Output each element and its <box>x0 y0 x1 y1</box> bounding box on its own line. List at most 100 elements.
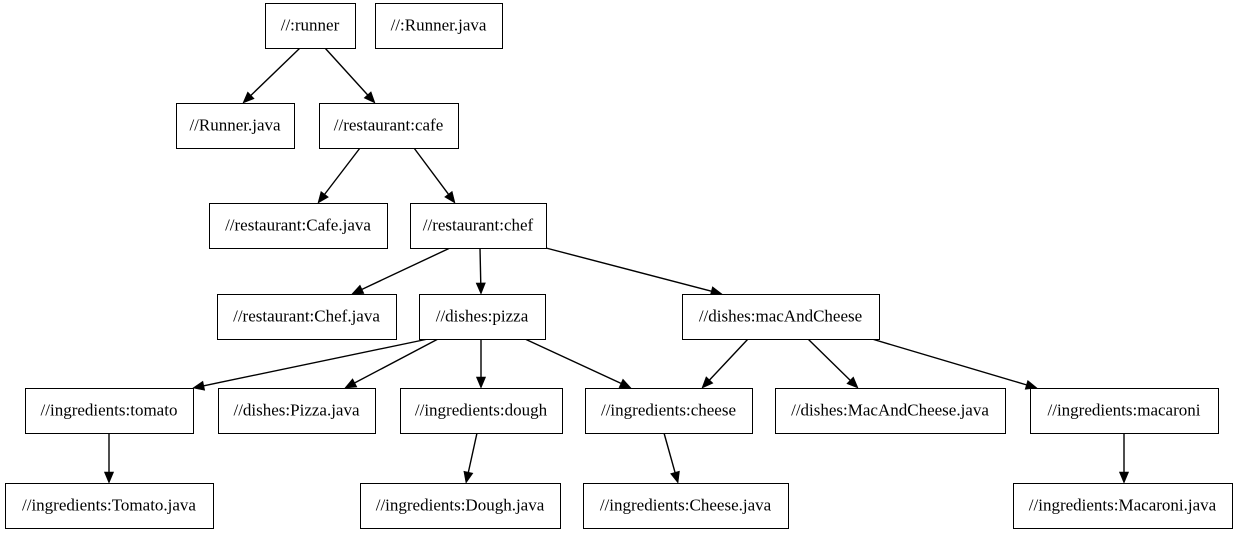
graph-node-cheese_java[interactable]: //ingredients:Cheese.java <box>583 483 789 529</box>
graph-node-tomato[interactable]: //ingredients:tomato <box>25 388 194 434</box>
graph-node-cafe[interactable]: //restaurant:cafe <box>319 103 459 149</box>
node-label: //ingredients:Macaroni.java <box>1029 495 1217 514</box>
edge-line <box>545 247 712 292</box>
graph-node-cafe_java[interactable]: //restaurant:Cafe.java <box>209 203 388 249</box>
arrowhead-icon <box>192 380 206 391</box>
graph-node-tomato_java[interactable]: //ingredients:Tomato.java <box>5 483 214 529</box>
node-box[interactable] <box>265 3 356 49</box>
arrowhead-icon <box>1024 379 1038 390</box>
edge-pizza-to-dough <box>475 339 487 389</box>
edge-line <box>354 338 439 384</box>
edge-chef-to-macandcheese <box>545 247 723 297</box>
node-label: //ingredients:Cheese.java <box>600 495 772 514</box>
graph-node-macaroni[interactable]: //ingredients:macaroni <box>1030 388 1219 434</box>
node-box[interactable] <box>25 388 194 434</box>
node-label: //Runner.java <box>189 115 281 134</box>
arrowhead-icon <box>618 378 632 389</box>
node-box[interactable] <box>419 294 546 340</box>
edge-cheese-to-cheese_java <box>663 432 680 484</box>
arrowhead-icon <box>363 91 376 104</box>
graph-node-pizza[interactable]: //dishes:pizza <box>419 294 546 340</box>
graph-node-cheese[interactable]: //ingredients:cheese <box>585 388 753 434</box>
node-label: //ingredients:Tomato.java <box>22 495 196 514</box>
graph-node-chef[interactable]: //restaurant:chef <box>410 203 547 249</box>
node-box[interactable] <box>585 388 753 434</box>
edge-macandcheese-to-macandcheese_java <box>807 338 859 389</box>
node-box[interactable] <box>400 388 563 434</box>
edge-line <box>203 338 429 387</box>
arrowhead-icon <box>344 378 358 389</box>
arrowhead-icon <box>351 284 365 295</box>
node-box[interactable] <box>5 483 214 529</box>
edge-line <box>871 338 1027 386</box>
node-box[interactable] <box>209 203 388 249</box>
edge-line <box>361 247 451 290</box>
graph-node-runner_java[interactable]: //Runner.java <box>176 103 295 149</box>
edge-runner-to-cafe <box>324 47 376 104</box>
edge-macaroni-to-macaroni_java <box>1118 433 1130 484</box>
arrowhead-icon <box>475 376 487 389</box>
arrowhead-icon <box>670 470 680 484</box>
graph-node-dough[interactable]: //ingredients:dough <box>400 388 563 434</box>
node-label: //ingredients:dough <box>415 400 548 419</box>
node-box[interactable] <box>1030 388 1219 434</box>
graph-node-dough_java[interactable]: //ingredients:Dough.java <box>360 483 561 529</box>
edge-line <box>663 432 676 473</box>
graph-node-runner_java_root[interactable]: //:Runner.java <box>375 3 503 49</box>
arrowhead-icon <box>701 376 714 389</box>
edge-line <box>413 147 449 195</box>
edge-pizza-to-cheese <box>524 338 632 389</box>
node-label: //ingredients:Dough.java <box>376 495 545 514</box>
node-box[interactable] <box>319 103 459 149</box>
node-box[interactable] <box>410 203 547 249</box>
graph-node-chef_java[interactable]: //restaurant:Chef.java <box>217 294 397 340</box>
node-label: //restaurant:cafe <box>334 115 444 134</box>
node-box[interactable] <box>217 294 397 340</box>
node-box[interactable] <box>375 3 503 49</box>
node-box[interactable] <box>360 483 561 529</box>
graph-node-runner[interactable]: //:runner <box>265 3 356 49</box>
edge-line <box>324 47 369 96</box>
arrowhead-icon <box>242 91 255 104</box>
edges-layer <box>103 47 1130 484</box>
node-label: //restaurant:Chef.java <box>233 306 380 325</box>
node-label: //ingredients:macaroni <box>1048 400 1201 419</box>
graph-node-macandcheese_java[interactable]: //dishes:MacAndCheese.java <box>775 388 1006 434</box>
edge-cafe-to-cafe_java <box>317 147 361 204</box>
arrowhead-icon <box>444 190 456 204</box>
node-box[interactable] <box>775 388 1006 434</box>
node-box[interactable] <box>176 103 295 149</box>
edge-line <box>807 338 851 381</box>
edge-line <box>467 432 478 473</box>
nodes-layer: //:runner //:Runner.java //Runner.java //re… <box>5 3 1233 529</box>
node-label: //restaurant:Cafe.java <box>225 215 371 234</box>
arrowhead-icon <box>475 282 486 295</box>
graph-node-macaroni_java[interactable]: //ingredients:Macaroni.java <box>1013 483 1233 529</box>
arrowhead-icon <box>317 190 329 204</box>
edge-line <box>524 338 622 385</box>
node-label: //:Runner.java <box>391 15 487 34</box>
arrowhead-icon <box>1118 471 1130 484</box>
node-box[interactable] <box>682 294 880 340</box>
node-label: //restaurant:chef <box>423 215 534 234</box>
node-label: //dishes:Pizza.java <box>233 400 360 419</box>
node-box[interactable] <box>1013 483 1233 529</box>
node-label: //ingredients:cheese <box>601 400 736 419</box>
edge-chef-to-chef_java <box>351 247 451 295</box>
arrowhead-icon <box>103 471 115 484</box>
graph-node-macandcheese[interactable]: //dishes:macAndCheese <box>682 294 880 340</box>
edge-dough-to-dough_java <box>463 432 478 484</box>
edge-macandcheese-to-macaroni <box>871 338 1038 390</box>
node-label: //dishes:MacAndCheese.java <box>791 400 989 419</box>
edge-cafe-to-chef <box>413 147 456 204</box>
node-box[interactable] <box>583 483 789 529</box>
edge-line <box>250 47 301 96</box>
edge-pizza-to-tomato <box>192 338 429 391</box>
node-box[interactable] <box>218 388 376 434</box>
graph-node-pizza_java[interactable]: //dishes:Pizza.java <box>218 388 376 434</box>
edge-tomato-to-tomato_java <box>103 433 115 484</box>
edge-runner-to-runner_java <box>242 47 301 104</box>
node-label: //dishes:macAndCheese <box>699 306 862 325</box>
